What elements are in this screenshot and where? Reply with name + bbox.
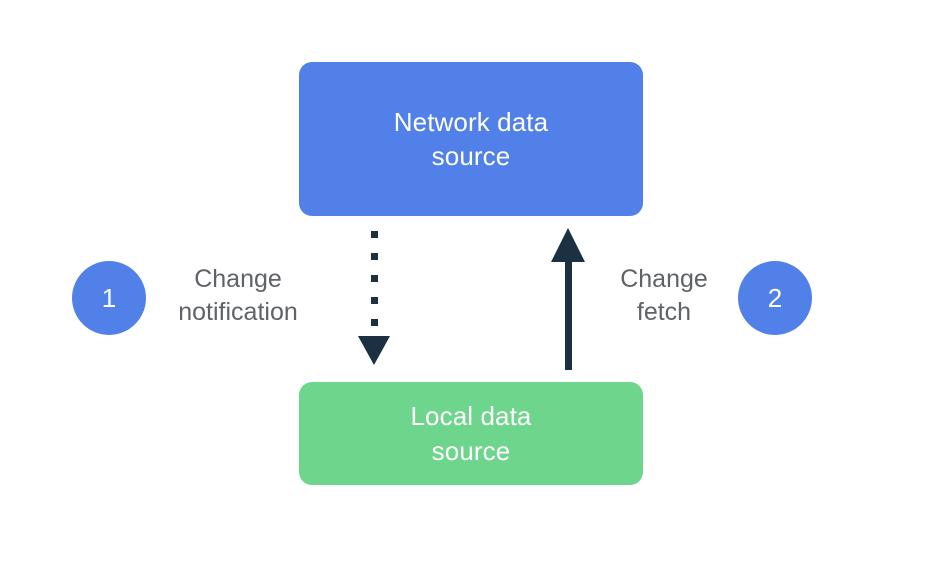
node-local-data-source[interactable]: Local data source xyxy=(299,382,643,485)
change-fetch-arrow-icon xyxy=(551,228,585,370)
step-label-change-fetch: Change fetch xyxy=(620,265,708,327)
change-notification-arrow-icon xyxy=(358,231,390,365)
step-label-change-notification: Change notification xyxy=(178,265,298,327)
step-badge-2[interactable]: 2 xyxy=(738,261,812,335)
node-network-data-source[interactable]: Network data source xyxy=(299,62,643,216)
step-badge-1[interactable]: 1 xyxy=(72,261,146,335)
